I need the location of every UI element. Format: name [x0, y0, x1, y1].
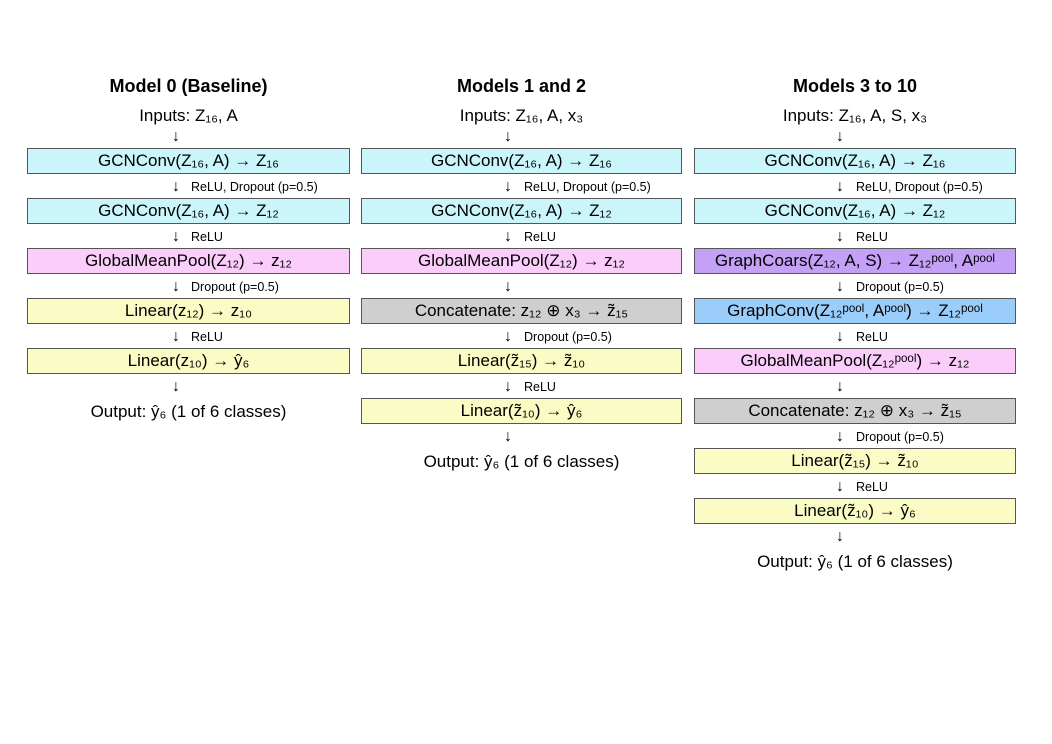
arrow-label: ReLU, Dropout (p=0.5)	[856, 180, 983, 194]
output-label: Output: ŷ₆ (1 of 6 classes)	[90, 402, 287, 421]
column-title: Models 3 to 10	[792, 76, 918, 96]
column-title: Model 0 (Baseline)	[109, 76, 268, 96]
arrow-label: ReLU	[524, 380, 556, 394]
down-arrow-icon: ↓	[836, 478, 844, 495]
arrow-label: Dropout (p=0.5)	[856, 430, 944, 444]
layer-box: GraphCoars(Z₁₂, A, S) → Z₁₂ᵖᵒᵒˡ, Aᵖᵒᵒˡ	[694, 248, 1016, 274]
down-arrow-icon: ↓	[172, 278, 180, 295]
arrow-label: ReLU	[856, 230, 888, 244]
arrow-label: Dropout (p=0.5)	[856, 280, 944, 294]
layer-box: GCNConv(Z₁₆, A) → Z₁₂	[361, 198, 682, 224]
layer-box: GCNConv(Z₁₆, A) → Z₁₆	[27, 148, 350, 174]
inputs-label: Inputs: Z₁₆, A, S, x₃	[782, 106, 928, 125]
arrow-label: Dropout (p=0.5)	[524, 330, 612, 344]
output-label: Output: ŷ₆ (1 of 6 classes)	[757, 552, 953, 571]
layer-box: GCNConv(Z₁₆, A) → Z₁₆	[694, 148, 1016, 174]
down-arrow-icon: ↓	[836, 178, 844, 195]
layer-box: Linear(z̃₁₅) → z̃₁₀	[694, 448, 1016, 474]
arrow-label: ReLU	[856, 330, 888, 344]
arrow-label: ReLU	[524, 230, 556, 244]
layer-box: GCNConv(Z₁₆, A) → Z₁₆	[361, 148, 682, 174]
output-label: Output: ŷ₆ (1 of 6 classes)	[423, 452, 620, 471]
down-arrow-icon: ↓	[836, 328, 844, 345]
down-arrow-icon: ↓	[172, 378, 180, 395]
layer-box: Linear(z̃₁₅) → z̃₁₀	[361, 348, 682, 374]
layer-box: Concatenate: z₁₂ ⊕ x₃ → z̃₁₅	[694, 398, 1016, 424]
layer-box: GlobalMeanPool(Z₁₂ᵖᵒᵒˡ) → z₁₂	[694, 348, 1016, 374]
layer-box: Linear(z₁₂) → z₁₀	[27, 298, 350, 324]
down-arrow-icon: ↓	[836, 528, 844, 545]
down-arrow-icon: ↓	[504, 278, 512, 295]
arrow-label: ReLU	[191, 230, 223, 244]
layer-box: Concatenate: z₁₂ ⊕ x₃ → z̃₁₅	[361, 298, 682, 324]
layer-box: GraphConv(Z₁₂ᵖᵒᵒˡ, Aᵖᵒᵒˡ) → Z₁₂ᵖᵒᵒˡ	[694, 298, 1016, 324]
down-arrow-icon: ↓	[504, 228, 512, 245]
down-arrow-icon: ↓	[172, 328, 180, 345]
down-arrow-icon: ↓	[172, 128, 180, 145]
down-arrow-icon: ↓	[836, 278, 844, 295]
inputs-label: Inputs: Z₁₆, A, x₃	[459, 106, 584, 125]
arrow-label: ReLU	[191, 330, 223, 344]
arrow-label: Dropout (p=0.5)	[191, 280, 279, 294]
down-arrow-icon: ↓	[504, 328, 512, 345]
inputs-label: Inputs: Z₁₆, A	[139, 106, 238, 125]
down-arrow-icon: ↓	[836, 128, 844, 145]
column-models-1-2: Models 1 and 2 Inputs: Z₁₆, A, x₃ ↓ GCNC…	[361, 0, 682, 744]
down-arrow-icon: ↓	[836, 378, 844, 395]
down-arrow-icon: ↓	[172, 178, 180, 195]
down-arrow-icon: ↓	[504, 428, 512, 445]
arrow-label: ReLU, Dropout (p=0.5)	[524, 180, 651, 194]
down-arrow-icon: ↓	[836, 428, 844, 445]
arrow-label: ReLU	[856, 480, 888, 494]
down-arrow-icon: ↓	[504, 128, 512, 145]
column-models-3-10: Models 3 to 10 Inputs: Z₁₆, A, S, x₃ ↓ G…	[694, 0, 1016, 744]
layer-box: Linear(z̃₁₀) → ŷ₆	[694, 498, 1016, 524]
layer-box: Linear(z₁₀) → ŷ₆	[27, 348, 350, 374]
column-title: Models 1 and 2	[456, 76, 587, 96]
arrow-label: ReLU, Dropout (p=0.5)	[191, 180, 318, 194]
column-model-0: Model 0 (Baseline) Inputs: Z₁₆, A ↓ GCNC…	[27, 0, 350, 744]
down-arrow-icon: ↓	[504, 378, 512, 395]
down-arrow-icon: ↓	[172, 228, 180, 245]
down-arrow-icon: ↓	[836, 228, 844, 245]
layer-box: GlobalMeanPool(Z₁₂) → z₁₂	[361, 248, 682, 274]
layer-box: GlobalMeanPool(Z₁₂) → z₁₂	[27, 248, 350, 274]
layer-box: Linear(z̃₁₀) → ŷ₆	[361, 398, 682, 424]
layer-box: GCNConv(Z₁₆, A) → Z₁₂	[694, 198, 1016, 224]
down-arrow-icon: ↓	[504, 178, 512, 195]
layer-box: GCNConv(Z₁₆, A) → Z₁₂	[27, 198, 350, 224]
